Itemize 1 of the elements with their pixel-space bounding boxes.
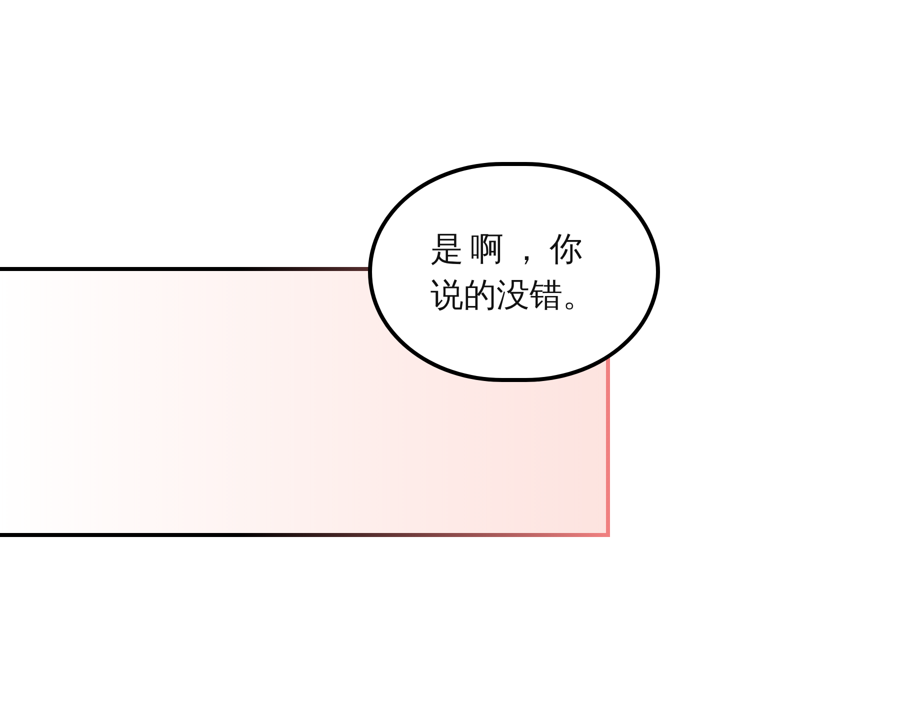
dialogue-text: 是啊，你说的没错。 bbox=[430, 228, 597, 316]
